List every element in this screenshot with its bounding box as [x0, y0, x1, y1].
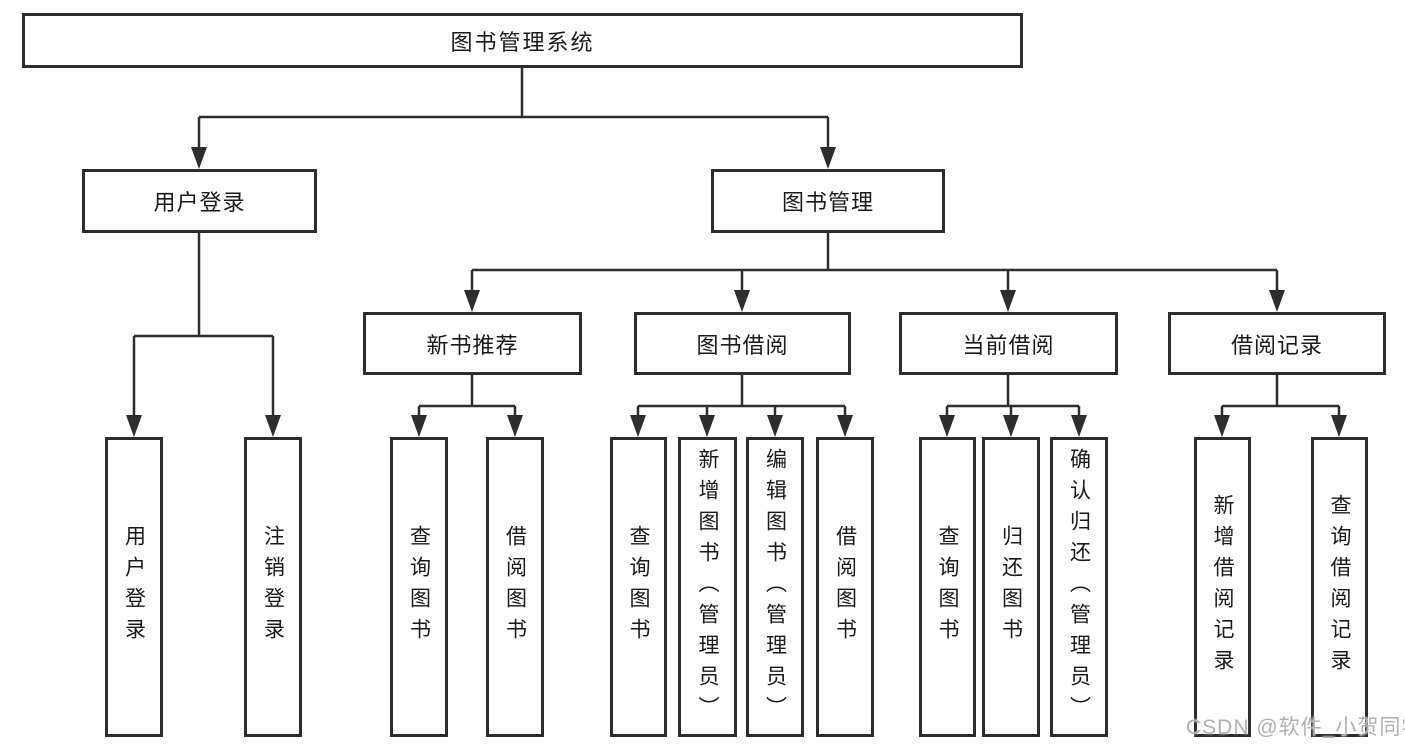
node-user-login: 用户登录	[82, 169, 317, 233]
leaf-query-books-borrow: 查询图书	[610, 437, 667, 737]
leaf-label: 查询图书	[627, 525, 650, 649]
leaf-edit-books-admin: 编辑图书（管理员）	[746, 437, 804, 737]
leaf-label: 注销登录	[261, 525, 285, 649]
leaf-query-books-current: 查询图书	[919, 437, 976, 737]
leaf-label: 归还图书	[999, 525, 1023, 649]
leaf-label: 查询借阅记录	[1328, 494, 1351, 680]
leaf-query-books-recommend: 查询图书	[390, 437, 448, 737]
connector-borrow	[636, 375, 847, 416]
leaf-borrow-books-recommend: 借阅图书	[486, 437, 544, 737]
leaf-label: 编辑图书（管理员）	[763, 447, 787, 727]
leaf-label: 新增图书（管理员）	[696, 447, 719, 727]
leaf-user-login: 用户登录	[105, 437, 163, 737]
leaf-label: 借阅图书	[503, 525, 527, 649]
leaf-label: 用户登录	[122, 525, 146, 649]
connector-current	[945, 375, 1081, 416]
node-new-book-recommend: 新书推荐	[363, 312, 582, 375]
leaf-add-borrow-record: 新增借阅记录	[1194, 437, 1251, 737]
watermark: CSDN @软件_小贺同学	[1186, 716, 1405, 739]
node-root: 图书管理系统	[22, 13, 1023, 68]
node-book-borrow: 图书借阅	[634, 312, 851, 375]
leaf-label: 借阅图书	[833, 525, 857, 649]
leaf-add-books-admin: 新增图书（管理员）	[678, 437, 737, 737]
leaf-borrow-books: 借阅图书	[816, 437, 874, 737]
connector-user-login	[132, 233, 275, 416]
leaf-label: 新增借阅记录	[1211, 494, 1234, 680]
leaf-label: 查询图书	[407, 525, 431, 649]
connector-new-book	[417, 375, 517, 416]
leaf-label: 确认归还（管理员）	[1067, 447, 1091, 727]
leaf-logout: 注销登录	[244, 437, 302, 737]
connector-records	[1220, 375, 1341, 416]
leaf-label: 查询图书	[936, 525, 959, 649]
leaf-confirm-return-admin: 确认归还（管理员）	[1050, 437, 1108, 737]
connector-book-mgmt	[470, 233, 1279, 291]
leaf-return-books: 归还图书	[982, 437, 1040, 737]
connector-root	[197, 68, 830, 148]
node-current-borrow: 当前借阅	[899, 312, 1118, 375]
node-book-management: 图书管理	[711, 169, 945, 233]
leaf-query-borrow-record: 查询借阅记录	[1311, 437, 1368, 737]
node-borrow-records: 借阅记录	[1168, 312, 1386, 375]
